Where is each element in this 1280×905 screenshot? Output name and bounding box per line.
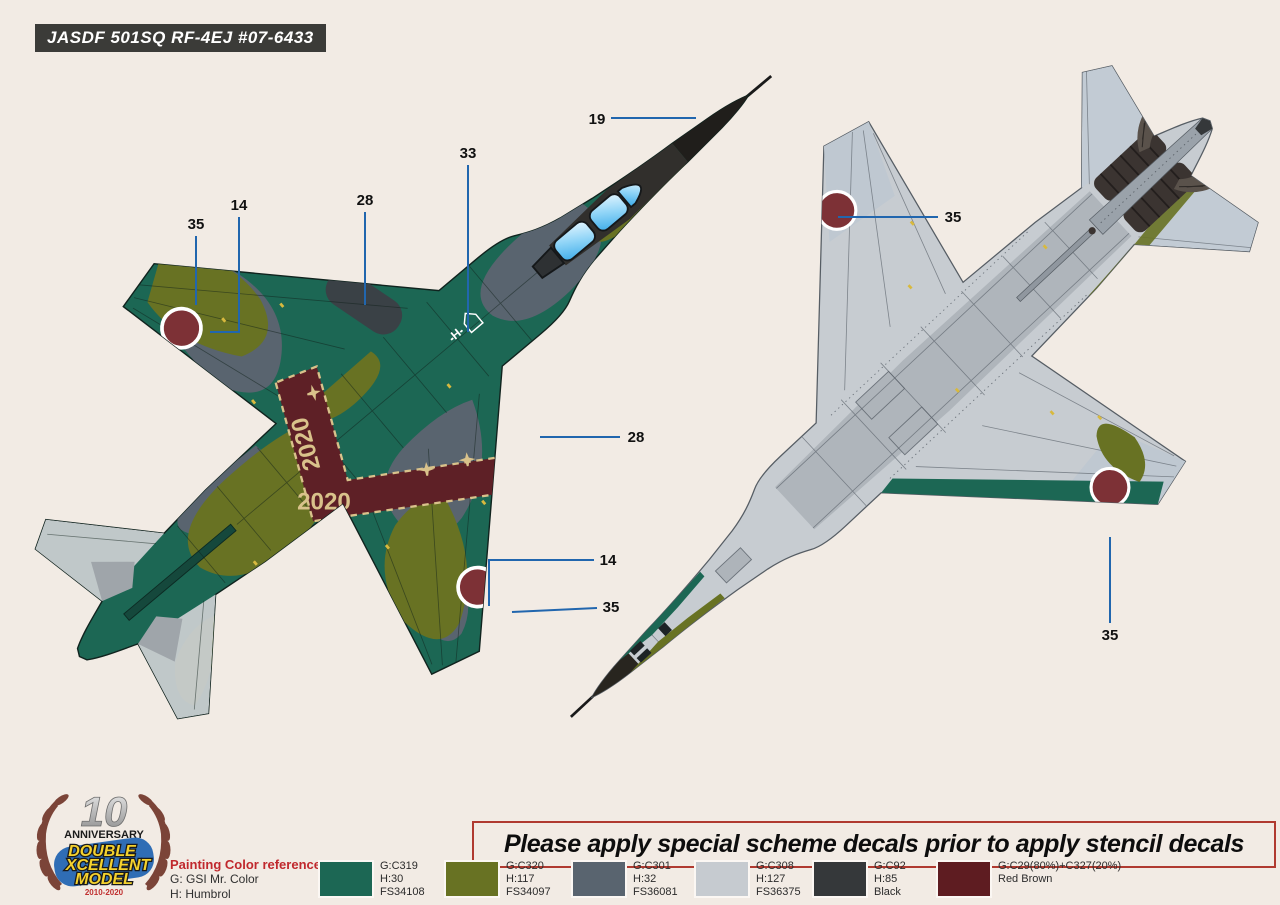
pitot-tube xyxy=(569,693,596,718)
logo-blue-swoosh xyxy=(54,837,154,887)
callout-line-35b xyxy=(511,607,598,613)
swatch-label: Black xyxy=(874,886,901,898)
notice-text: Please apply special scheme decals prior… xyxy=(503,830,1245,858)
swatch-label: G:C320 xyxy=(506,860,544,872)
color-swatch xyxy=(571,860,627,898)
logo-brand-line2: XCELLENT xyxy=(65,857,152,874)
callout-line-14a xyxy=(210,217,240,333)
aircraft-top-view-illustration: 2020 2020 xyxy=(0,0,912,852)
color-swatch xyxy=(318,860,374,898)
color-reference-keys: Painting Color reference G: GSI Mr. Colo… xyxy=(170,857,321,902)
color-swatch-group: G:C92 H:85 Black xyxy=(812,860,906,899)
callout-number-28a: 28 xyxy=(357,192,374,209)
laurel-wreath-icon xyxy=(36,794,171,891)
callout-number-35b: 35 xyxy=(603,599,620,616)
swatch-label: H:32 xyxy=(633,873,657,885)
swatch-label: G:C29(80%)+C327(20%) xyxy=(998,860,1122,872)
engine-nozzles xyxy=(1094,131,1196,233)
logo-brand-line1: DOUBLE xyxy=(68,843,137,860)
color-swatch-group: G:C319 H:30 FS34108 xyxy=(318,860,425,899)
swatch-label: G:C308 xyxy=(756,860,794,872)
callout-number-19: 19 xyxy=(589,111,606,128)
logo-years: 2010-2020 xyxy=(85,888,124,897)
title-badge: JASDF 501SQ RF-4EJ #07-6433 xyxy=(35,24,326,52)
color-swatch xyxy=(812,860,868,898)
logo-number: 10 xyxy=(81,788,128,835)
callout-number-14b: 14 xyxy=(600,552,617,569)
swatch-label: H:85 xyxy=(874,873,898,885)
callout-number-28b: 28 xyxy=(628,429,645,446)
radome xyxy=(672,95,749,162)
tail-art-text-2: 2020 xyxy=(297,489,351,516)
color-swatch xyxy=(694,860,750,898)
callout-number-35c: 35 xyxy=(945,209,962,226)
logo-anniversary-text: ANNIVERSARY xyxy=(64,829,144,841)
color-swatch xyxy=(936,860,992,898)
callout-line-14b xyxy=(488,559,594,606)
callout-number-14a: 14 xyxy=(231,197,248,214)
swatch-label: FS34097 xyxy=(506,886,551,898)
color-swatch-group: G:C320 H:117 FS34097 xyxy=(444,860,551,899)
nose-gear-well xyxy=(714,547,753,584)
swatch-label: FS36375 xyxy=(756,886,801,898)
camera-windows xyxy=(629,622,672,663)
callout-layer: 19 33 28 14 35 28 14 35 35 35 xyxy=(188,111,1119,644)
anniversary-logo: 10 ANNIVERSARY DOUBLE XCELLENT MODEL 201… xyxy=(26,784,181,902)
swatch-label: G:C301 xyxy=(633,860,671,872)
swatch-label: H:127 xyxy=(756,873,786,885)
swatch-label: H:30 xyxy=(380,873,404,885)
color-swatch-group: G:C29(80%)+C327(20%) Red Brown xyxy=(936,860,1121,898)
swatch-label: FS36081 xyxy=(633,886,678,898)
color-swatch xyxy=(444,860,500,898)
vertical-fin-edge xyxy=(123,523,237,621)
swatch-label: G:C319 xyxy=(380,860,418,872)
color-reference-heading: Painting Color reference xyxy=(170,857,321,872)
color-swatch-group: G:C308 H:127 FS36375 xyxy=(694,860,801,899)
callout-number-35a: 35 xyxy=(188,216,205,233)
swatch-label: FS34108 xyxy=(380,886,425,898)
swatch-label: Red Brown xyxy=(998,873,1053,885)
notice-banner: Please apply special scheme decals prior… xyxy=(472,821,1276,868)
color-key-gsi: G: GSI Mr. Color xyxy=(170,872,259,886)
callout-number-33: 33 xyxy=(460,145,477,162)
hinomaru-roundel xyxy=(816,189,858,231)
swatch-label: H:117 xyxy=(506,873,535,885)
radome-tip xyxy=(591,652,640,698)
small-jet-glyphs xyxy=(307,384,476,476)
tail-art-2020-chevron: 2020 2020 xyxy=(274,364,544,523)
swatch-label: G:C92 xyxy=(874,860,906,872)
canopy xyxy=(531,183,642,280)
color-swatch-group: G:C301 H:32 FS36081 xyxy=(571,860,678,899)
aircraft-bottom-view-illustration xyxy=(424,0,1280,877)
callout-number-35d: 35 xyxy=(1102,627,1119,644)
color-key-humbrol: H: Humbrol xyxy=(170,887,231,901)
logo-brand-line3: MODEL xyxy=(75,871,133,888)
hinomaru-roundel xyxy=(1089,466,1131,508)
